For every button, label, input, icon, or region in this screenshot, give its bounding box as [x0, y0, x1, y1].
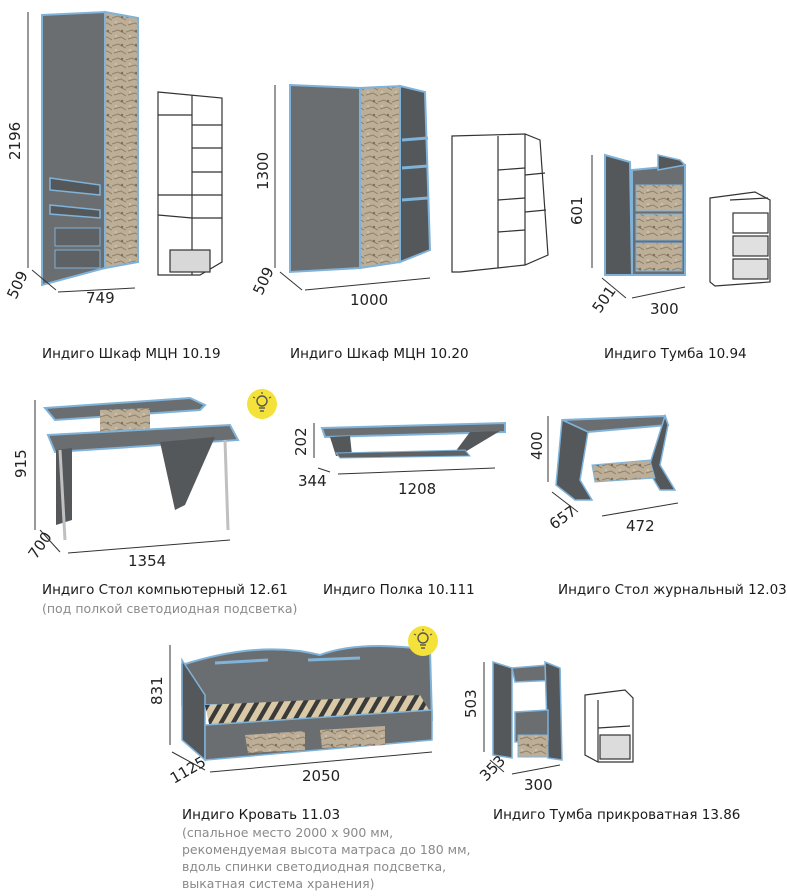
shelf-10111-height: 202 [292, 427, 310, 456]
bed-1103-note-line-3: вдоль спинки светодиодная подсветка, [182, 859, 447, 874]
coffee-table-1203-dimensions [547, 416, 679, 517]
wardrobe-1020-dimensions [274, 85, 431, 291]
desk-1261-render [42, 396, 240, 541]
wardrobe-1019-dimensions [27, 12, 136, 293]
coffee-table-1203-render [555, 413, 677, 501]
bed-1103-depth: 1125 [167, 753, 209, 788]
desk-1261-note: (под полкой светодиодная подсветка) [42, 601, 298, 616]
shelf-10111-width: 1208 [398, 480, 436, 498]
bed-1103-render [181, 645, 434, 762]
tumba-1094-width: 300 [650, 300, 679, 318]
tumba-1094-render [604, 153, 687, 276]
wardrobe-1019-line-drawing [157, 91, 223, 276]
bed-1103-lightbulb-icon [408, 626, 438, 656]
wardrobe-1019-render [41, 10, 139, 287]
wardrobe-1020-name: Индиго Шкаф МЦН 10.20 [290, 346, 469, 362]
bed-1103-height: 831 [148, 676, 166, 705]
bed-1103-note-line-4: выкатная система хранения) [182, 876, 375, 891]
coffee-table-1203-name: Индиго Стол журнальный 12.03 [558, 582, 787, 598]
desk-1261-height: 915 [12, 449, 30, 478]
tumba-1094-height: 601 [568, 196, 586, 225]
wardrobe-1019-depth: 509 [3, 268, 31, 302]
tumba-1094-line-drawing [709, 191, 771, 287]
shelf-10111-depth: 344 [298, 472, 327, 490]
desk-1261-depth: 700 [25, 529, 56, 563]
desk-1261-name: Индиго Стол компьютерный 12.61 [42, 582, 288, 598]
wardrobe-1019-name: Индиго Шкаф МЦН 10.19 [42, 346, 221, 362]
bedside-tumba-1386-name: Индиго Тумба прикроватная 13.86 [493, 807, 741, 823]
bed-1103-dimensions [169, 645, 433, 773]
coffee-table-1203-width: 472 [626, 517, 655, 535]
wardrobe-1020-height: 1300 [254, 152, 272, 190]
tumba-1094-dimensions [591, 155, 686, 299]
tumba-1094-depth: 501 [589, 283, 620, 317]
bedside-tumba-1386-width: 300 [524, 776, 553, 794]
tumba-1094-name: Индиго Тумба 10.94 [604, 346, 747, 362]
desk-1261-lightbulb-icon [247, 389, 277, 419]
bed-1103-note-line-2: рекомендуемая высота матраса до 180 мм, [182, 842, 471, 857]
coffee-table-1203-depth: 657 [546, 502, 580, 533]
bedside-tumba-1386-dimensions [483, 662, 561, 775]
wardrobe-1020-depth: 509 [249, 264, 277, 298]
wardrobe-1020-render [289, 83, 432, 274]
desk-1261-dimensions [34, 400, 231, 554]
shelf-10111-name: Индиго Полка 10.111 [323, 582, 475, 598]
shelf-10111-dimensions [313, 423, 496, 475]
bed-1103-name: Индиго Кровать 11.03 [182, 807, 341, 823]
shelf-10111-render [320, 421, 506, 459]
wardrobe-1019-height: 2196 [6, 122, 24, 160]
wardrobe-1020-line-drawing [451, 133, 549, 273]
bedside-tumba-1386-line-drawing [584, 689, 634, 763]
wardrobe-1019-width: 749 [86, 289, 115, 307]
coffee-table-1203-height: 400 [528, 431, 546, 460]
wardrobe-1020-width: 1000 [350, 291, 388, 309]
bed-1103-note-line-1: (спальное место 2000 х 900 мм, [182, 825, 394, 840]
bedside-tumba-1386-height: 503 [462, 689, 480, 718]
desk-1261-width: 1354 [128, 552, 166, 570]
bed-1103-width: 2050 [302, 767, 340, 785]
bedside-tumba-1386-render [492, 660, 563, 761]
